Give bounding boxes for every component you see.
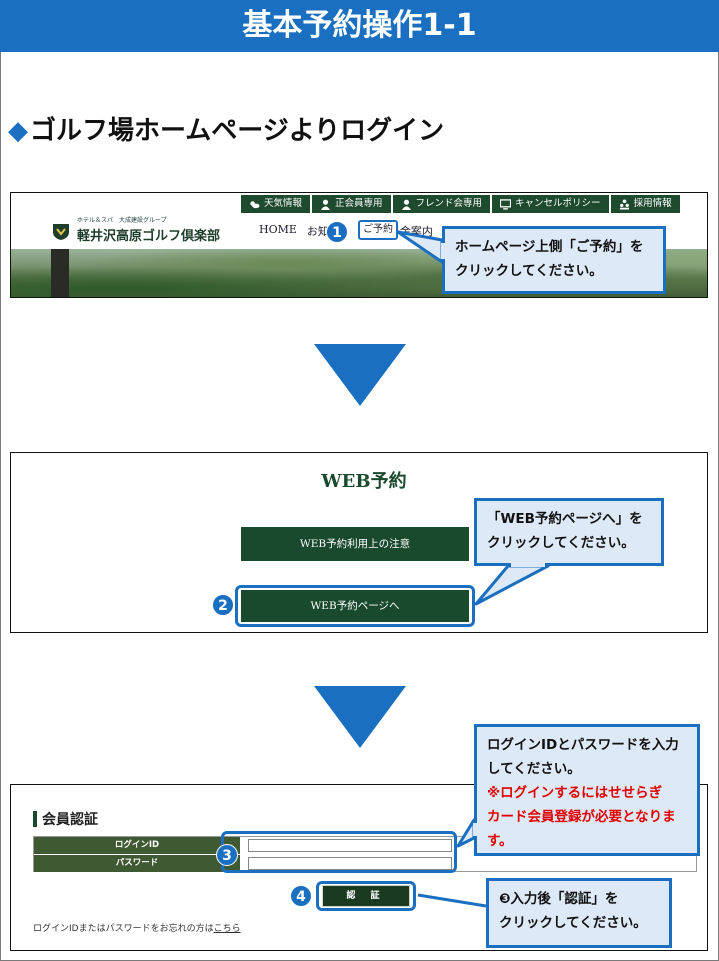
callout-warning: ※ログインするにはせせらぎ [487, 785, 663, 801]
top-nav-label: キャンセルポリシー [515, 198, 601, 209]
logo-subtitle: ホテル＆スパ 大成建設グループ [77, 217, 167, 224]
step-badge-3: 3 [216, 844, 238, 866]
top-nav-friend[interactable]: フレンド会専用 [392, 195, 491, 213]
person-icon [320, 199, 331, 210]
weather-icon [250, 200, 260, 208]
web-reservation-title: WEB予約 [321, 471, 407, 492]
logo-name: 軽井沢高原ゴルフ倶楽部 [77, 229, 221, 244]
person-icon [401, 199, 411, 210]
login-id-row: ログインID [34, 837, 696, 854]
top-nav-label: 正会員専用 [335, 198, 383, 209]
password-label: パスワード [34, 855, 240, 872]
password-input[interactable] [248, 857, 452, 870]
login-id-input[interactable] [248, 839, 452, 852]
login-inputs-highlight [221, 831, 457, 873]
login-form: ログインID パスワード [33, 836, 697, 872]
callout-step4: ❸入力後「認証」を クリックしてください。 [486, 878, 672, 948]
web-notice-button[interactable]: WEB予約利用上の注意 [241, 527, 469, 561]
callout-line: ホームページ上側「ご予約」を [455, 239, 644, 255]
step-badge-4: 4 [290, 885, 312, 907]
top-nav: 天気情報 正会員専用 フレンド会専用 キャンセルポリシー 採用情報 [241, 195, 680, 213]
monitor-icon [500, 198, 512, 210]
callout-line: してください。 [487, 761, 581, 777]
logo-emblem-icon [53, 223, 69, 240]
step-badge-1: 1 [326, 221, 348, 243]
forgot-link[interactable]: こちら [213, 924, 241, 934]
callout-step1: ホームページ上側「ご予約」を クリックしてください。 [442, 226, 666, 294]
photo-pole [51, 249, 69, 297]
down-arrow-icon [314, 686, 406, 748]
login-heading-text: 会員認証 [42, 812, 98, 828]
callout-line: 「WEB予約ページへ」を [487, 511, 643, 527]
top-nav-label: 採用情報 [633, 198, 672, 209]
forgot-text: ログインIDまたはパスワードをお忘れの方は [33, 924, 214, 934]
section-heading-text: ゴルフ場ホームページよりログイン [30, 116, 445, 146]
page-title: 基本予約操作1-1 [0, 0, 719, 52]
reservation-nav-link[interactable]: ご予約 [358, 220, 398, 240]
callout-line: クリックしてください。 [455, 263, 603, 279]
callout-line: クリックしてください。 [487, 535, 635, 551]
top-nav-recruit[interactable]: 採用情報 [610, 195, 680, 213]
callout-warning: す。 [487, 833, 513, 849]
top-nav-label: 天気情報 [264, 198, 303, 209]
top-nav-cancel-policy[interactable]: キャンセルポリシー [492, 195, 609, 213]
auth-button-highlight [316, 881, 416, 911]
callout-step3: ログインIDとパスワードを入力 してください。 ※ログインするにはせせらぎ カー… [474, 724, 700, 856]
top-nav-label: フレンド会専用 [415, 198, 483, 209]
step-badge-2: 2 [212, 594, 234, 616]
callout-line: ログインIDとパスワードを入力 [487, 737, 679, 753]
callout-warning: カード会員登録が必要となりま [487, 809, 676, 825]
forgot-credentials: ログインIDまたはパスワードをお忘れの方はこちら [33, 921, 241, 934]
main-nav-news[interactable]: お知 [306, 225, 329, 238]
callout-step2: 「WEB予約ページへ」を クリックしてください。 [474, 498, 664, 566]
callout-line: ❸入力後「認証」を [499, 891, 619, 907]
top-nav-weather[interactable]: 天気情報 [241, 195, 311, 213]
diamond-marker: ◆ [8, 116, 28, 146]
login-id-label: ログインID [34, 837, 240, 854]
web-page-button[interactable]: WEB予約ページへ [241, 590, 469, 622]
section-heading: ◆ゴルフ場ホームページよりログイン [8, 110, 444, 147]
main-nav-home[interactable]: HOME [259, 223, 297, 236]
people-icon [619, 198, 629, 210]
password-row: パスワード [34, 855, 696, 872]
auth-button[interactable]: 認 証 [322, 885, 410, 907]
heading-bar [33, 811, 37, 827]
logo-text: ホテル＆スパ 大成建設グループ 軽井沢高原ゴルフ倶楽部 [77, 217, 220, 244]
login-heading: 会員認証 [33, 809, 98, 829]
web-page-button-highlight [235, 585, 475, 627]
callout-line: クリックしてください。 [499, 915, 647, 931]
top-nav-members[interactable]: 正会員専用 [312, 195, 391, 213]
down-arrow-icon [314, 344, 406, 406]
site-logo[interactable]: ホテル＆スパ 大成建設グループ 軽井沢高原ゴルフ倶楽部 [51, 217, 220, 244]
